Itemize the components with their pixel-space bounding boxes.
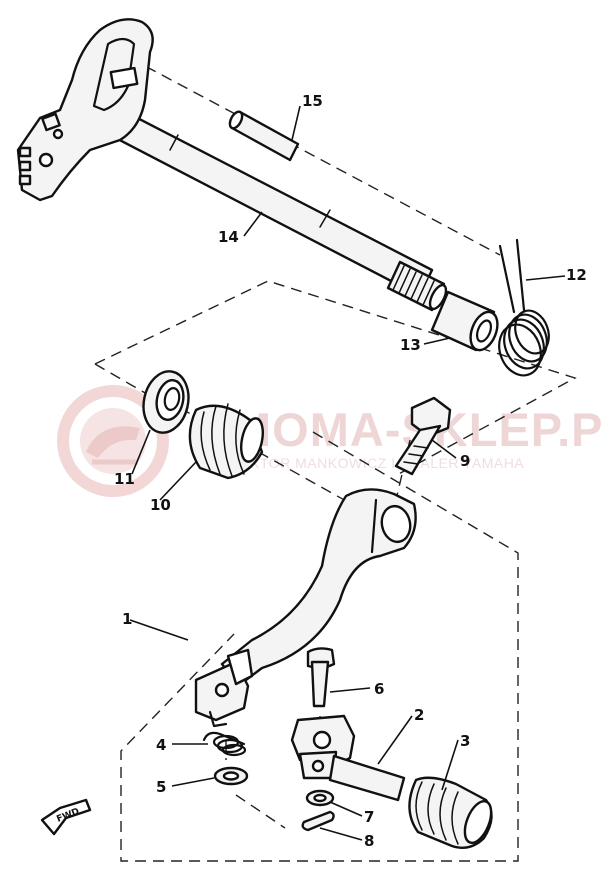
callout-5: 5 (156, 778, 166, 796)
boot (188, 403, 264, 480)
callout-7: 7 (364, 808, 374, 826)
callout-14: 14 (218, 228, 239, 246)
callout-2: 2 (414, 706, 424, 724)
watermark-logo-icon (57, 385, 169, 497)
callout-13: 13 (400, 336, 421, 354)
shift-pedal-arm (194, 488, 417, 728)
callout-9: 9 (460, 452, 470, 470)
leader-lines (129, 105, 566, 841)
shift-lever-arm (16, 18, 154, 202)
pin-15 (228, 110, 300, 162)
oil-seal (142, 370, 190, 434)
washer-7 (305, 789, 335, 807)
callouts: 15 14 12 13 9 10 11 1 2 3 6 4 5 7 8 (114, 92, 587, 850)
collar (430, 290, 499, 352)
torsion-spring (498, 238, 550, 377)
callout-10: 10 (150, 496, 171, 514)
fwd-direction-arrow-icon: FWD (40, 798, 92, 836)
callout-8: 8 (364, 832, 374, 850)
callout-12: 12 (566, 266, 587, 284)
washer-5 (213, 766, 249, 786)
pin-6 (306, 647, 336, 708)
pedal-rubber (408, 776, 493, 849)
callout-6: 6 (374, 680, 384, 698)
bolt (394, 396, 452, 476)
pedal-lever (290, 714, 406, 802)
watermark-subtitle: WIKTOR MANKOWICZ I DEALER YAMAHA (232, 455, 524, 471)
callout-3: 3 (460, 732, 470, 750)
callout-4: 4 (156, 736, 166, 754)
cotter-pin (301, 810, 335, 832)
callout-11: 11 (114, 470, 135, 488)
callout-15: 15 (302, 92, 323, 110)
spring-4 (202, 731, 247, 757)
callout-1: 1 (122, 610, 132, 628)
